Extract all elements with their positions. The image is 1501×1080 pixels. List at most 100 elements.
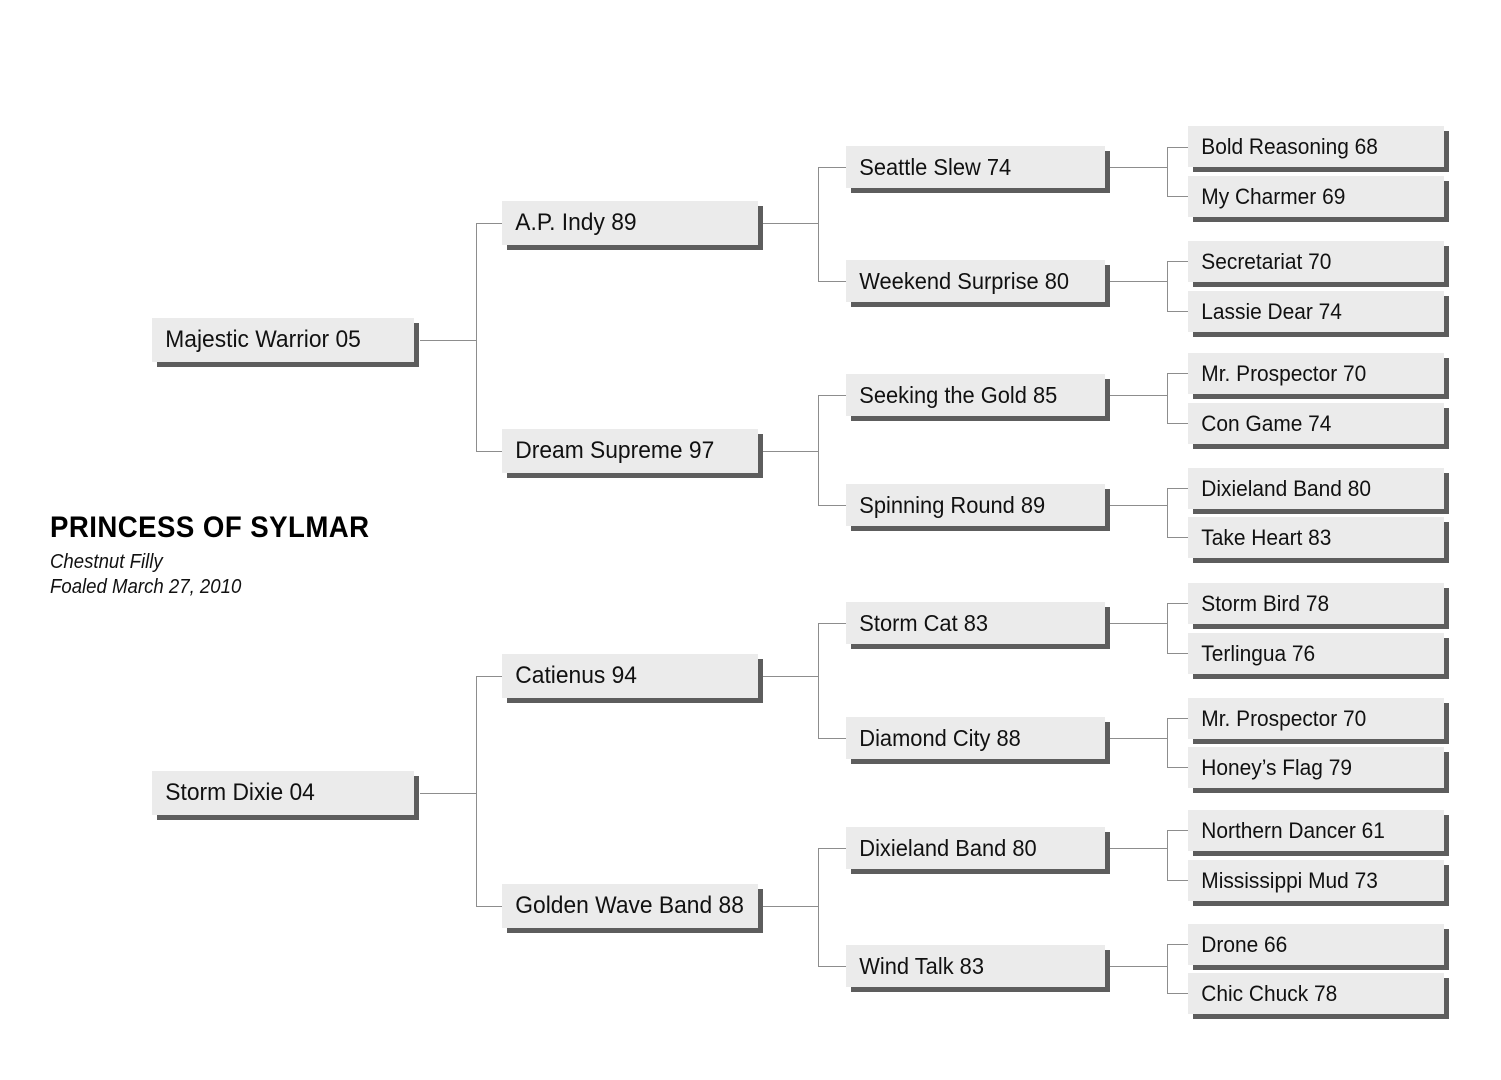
pedigree-box-mississippi-mud[interactable]: Mississippi Mud 73 — [1188, 860, 1444, 901]
connector-line — [420, 793, 476, 794]
connector-line — [1167, 147, 1188, 148]
pedigree-box-weekend-surprise[interactable]: Weekend Surprise 80 — [846, 260, 1105, 302]
connector-line — [818, 623, 819, 738]
pedigree-box-northern-dancer[interactable]: Northern Dancer 61 — [1188, 810, 1444, 851]
pedigree-box-label: Storm Cat 83 — [859, 609, 989, 636]
connector-line — [818, 281, 846, 282]
pedigree-box-storm-bird[interactable]: Storm Bird 78 — [1188, 583, 1444, 624]
pedigree-box-ap-indy[interactable]: A.P. Indy 89 — [502, 201, 758, 245]
connector-line — [818, 738, 846, 739]
pedigree-box-label: Golden Wave Band 88 — [515, 892, 744, 919]
connector-line — [1167, 537, 1188, 538]
connector-line — [1110, 738, 1167, 739]
connector-line — [1167, 196, 1188, 197]
pedigree-box-label: Storm Bird 78 — [1201, 590, 1330, 616]
pedigree-box-dixieland-band-2[interactable]: Dixieland Band 80 — [1188, 468, 1444, 509]
connector-line — [1167, 944, 1168, 993]
connector-line — [1167, 944, 1188, 945]
pedigree-box-secretariat[interactable]: Secretariat 70 — [1188, 241, 1444, 282]
connector-line — [763, 906, 818, 907]
connector-line — [1167, 603, 1188, 604]
connector-line — [1167, 653, 1188, 654]
pedigree-box-label: Catienus 94 — [515, 662, 637, 689]
pedigree-box-label: Terlingua 76 — [1201, 640, 1316, 666]
pedigree-box-honeys-flag[interactable]: Honey’s Flag 79 — [1188, 747, 1444, 788]
connector-line — [763, 451, 818, 452]
connector-line — [818, 848, 846, 849]
pedigree-box-label: My Charmer 69 — [1201, 183, 1346, 209]
pedigree-box-seeking-the-gold[interactable]: Seeking the Gold 85 — [846, 374, 1105, 416]
pedigree-box-golden-wave-band[interactable]: Golden Wave Band 88 — [502, 884, 758, 928]
pedigree-box-storm-dixie[interactable]: Storm Dixie 04 — [152, 771, 414, 815]
pedigree-box-spinning-round[interactable]: Spinning Round 89 — [846, 484, 1105, 526]
connector-line — [1167, 423, 1188, 424]
pedigree-box-chic-chuck[interactable]: Chic Chuck 78 — [1188, 973, 1444, 1014]
connector-line — [1167, 488, 1188, 489]
pedigree-box-label: Chic Chuck 78 — [1201, 980, 1338, 1006]
connector-line — [818, 167, 846, 168]
connector-line — [1167, 373, 1188, 374]
pedigree-box-storm-cat[interactable]: Storm Cat 83 — [846, 602, 1105, 644]
pedigree-box-lassie-dear[interactable]: Lassie Dear 74 — [1188, 291, 1444, 332]
pedigree-box-wind-talk[interactable]: Wind Talk 83 — [846, 945, 1105, 987]
pedigree-box-label: Seeking the Gold 85 — [859, 381, 1058, 408]
pedigree-box-label: A.P. Indy 89 — [515, 209, 637, 236]
pedigree-box-drone[interactable]: Drone 66 — [1188, 924, 1444, 965]
connector-line — [476, 676, 477, 906]
connector-line — [818, 505, 846, 506]
connector-line — [1167, 603, 1168, 653]
pedigree-box-label: Mr. Prospector 70 — [1201, 360, 1367, 386]
pedigree-box-label: Diamond City 88 — [859, 724, 1021, 751]
pedigree-box-label: Dixieland Band 80 — [859, 834, 1037, 861]
connector-line — [1167, 373, 1168, 423]
pedigree-box-mr-prospector-2[interactable]: Mr. Prospector 70 — [1188, 698, 1444, 739]
pedigree-box-dixieland-band[interactable]: Dixieland Band 80 — [846, 827, 1105, 869]
connector-line — [476, 223, 502, 224]
connector-line — [818, 395, 846, 396]
pedigree-box-mr-prospector-1[interactable]: Mr. Prospector 70 — [1188, 353, 1444, 394]
connector-line — [1167, 718, 1188, 719]
pedigree-box-label: Take Heart 83 — [1201, 524, 1332, 550]
connector-line — [420, 340, 476, 341]
pedigree-box-label: Dream Supreme 97 — [515, 437, 715, 464]
connector-line — [1167, 147, 1168, 196]
connector-line — [818, 395, 819, 505]
pedigree-box-take-heart[interactable]: Take Heart 83 — [1188, 517, 1444, 558]
connector-line — [1167, 311, 1188, 312]
subject-description: Chestnut Filly — [50, 550, 163, 573]
pedigree-box-seattle-slew[interactable]: Seattle Slew 74 — [846, 146, 1105, 188]
pedigree-box-label: Honey’s Flag 79 — [1201, 754, 1352, 780]
pedigree-box-label: Northern Dancer 61 — [1201, 817, 1385, 843]
pedigree-box-catienus[interactable]: Catienus 94 — [502, 654, 758, 698]
subject-foaled-date: Foaled March 27, 2010 — [50, 576, 242, 599]
pedigree-box-label: Lassie Dear 74 — [1201, 298, 1342, 324]
connector-line — [1167, 261, 1168, 311]
connector-line — [1167, 880, 1188, 881]
pedigree-box-label: Mississippi Mud 73 — [1201, 867, 1378, 893]
pedigree-box-label: Con Game 74 — [1201, 410, 1332, 436]
pedigree-box-con-game[interactable]: Con Game 74 — [1188, 403, 1444, 444]
pedigree-box-label: Wind Talk 83 — [859, 952, 985, 979]
connector-line — [818, 848, 819, 966]
connector-line — [1110, 966, 1167, 967]
pedigree-box-diamond-city[interactable]: Diamond City 88 — [846, 717, 1105, 759]
connector-line — [476, 676, 502, 677]
pedigree-box-label: Spinning Round 89 — [859, 491, 1046, 518]
connector-line — [1110, 395, 1167, 396]
connector-line — [1110, 848, 1167, 849]
pedigree-box-bold-reasoning[interactable]: Bold Reasoning 68 — [1188, 126, 1444, 167]
page-title: PRINCESS OF SYLMAR — [50, 511, 370, 544]
pedigree-box-majestic-warrior[interactable]: Majestic Warrior 05 — [152, 318, 414, 362]
pedigree-box-label: Dixieland Band 80 — [1201, 475, 1371, 501]
pedigree-box-my-charmer[interactable]: My Charmer 69 — [1188, 176, 1444, 217]
connector-line — [818, 966, 846, 967]
subject-title-block: PRINCESS OF SYLMAR Chestnut Filly Foaled… — [50, 512, 470, 601]
connector-line — [1167, 830, 1168, 880]
pedigree-box-dream-supreme[interactable]: Dream Supreme 97 — [502, 429, 758, 473]
pedigree-box-label: Drone 66 — [1201, 931, 1288, 957]
pedigree-box-terlingua[interactable]: Terlingua 76 — [1188, 633, 1444, 674]
connector-line — [818, 167, 819, 281]
connector-line — [1167, 261, 1188, 262]
connector-line — [476, 223, 477, 451]
